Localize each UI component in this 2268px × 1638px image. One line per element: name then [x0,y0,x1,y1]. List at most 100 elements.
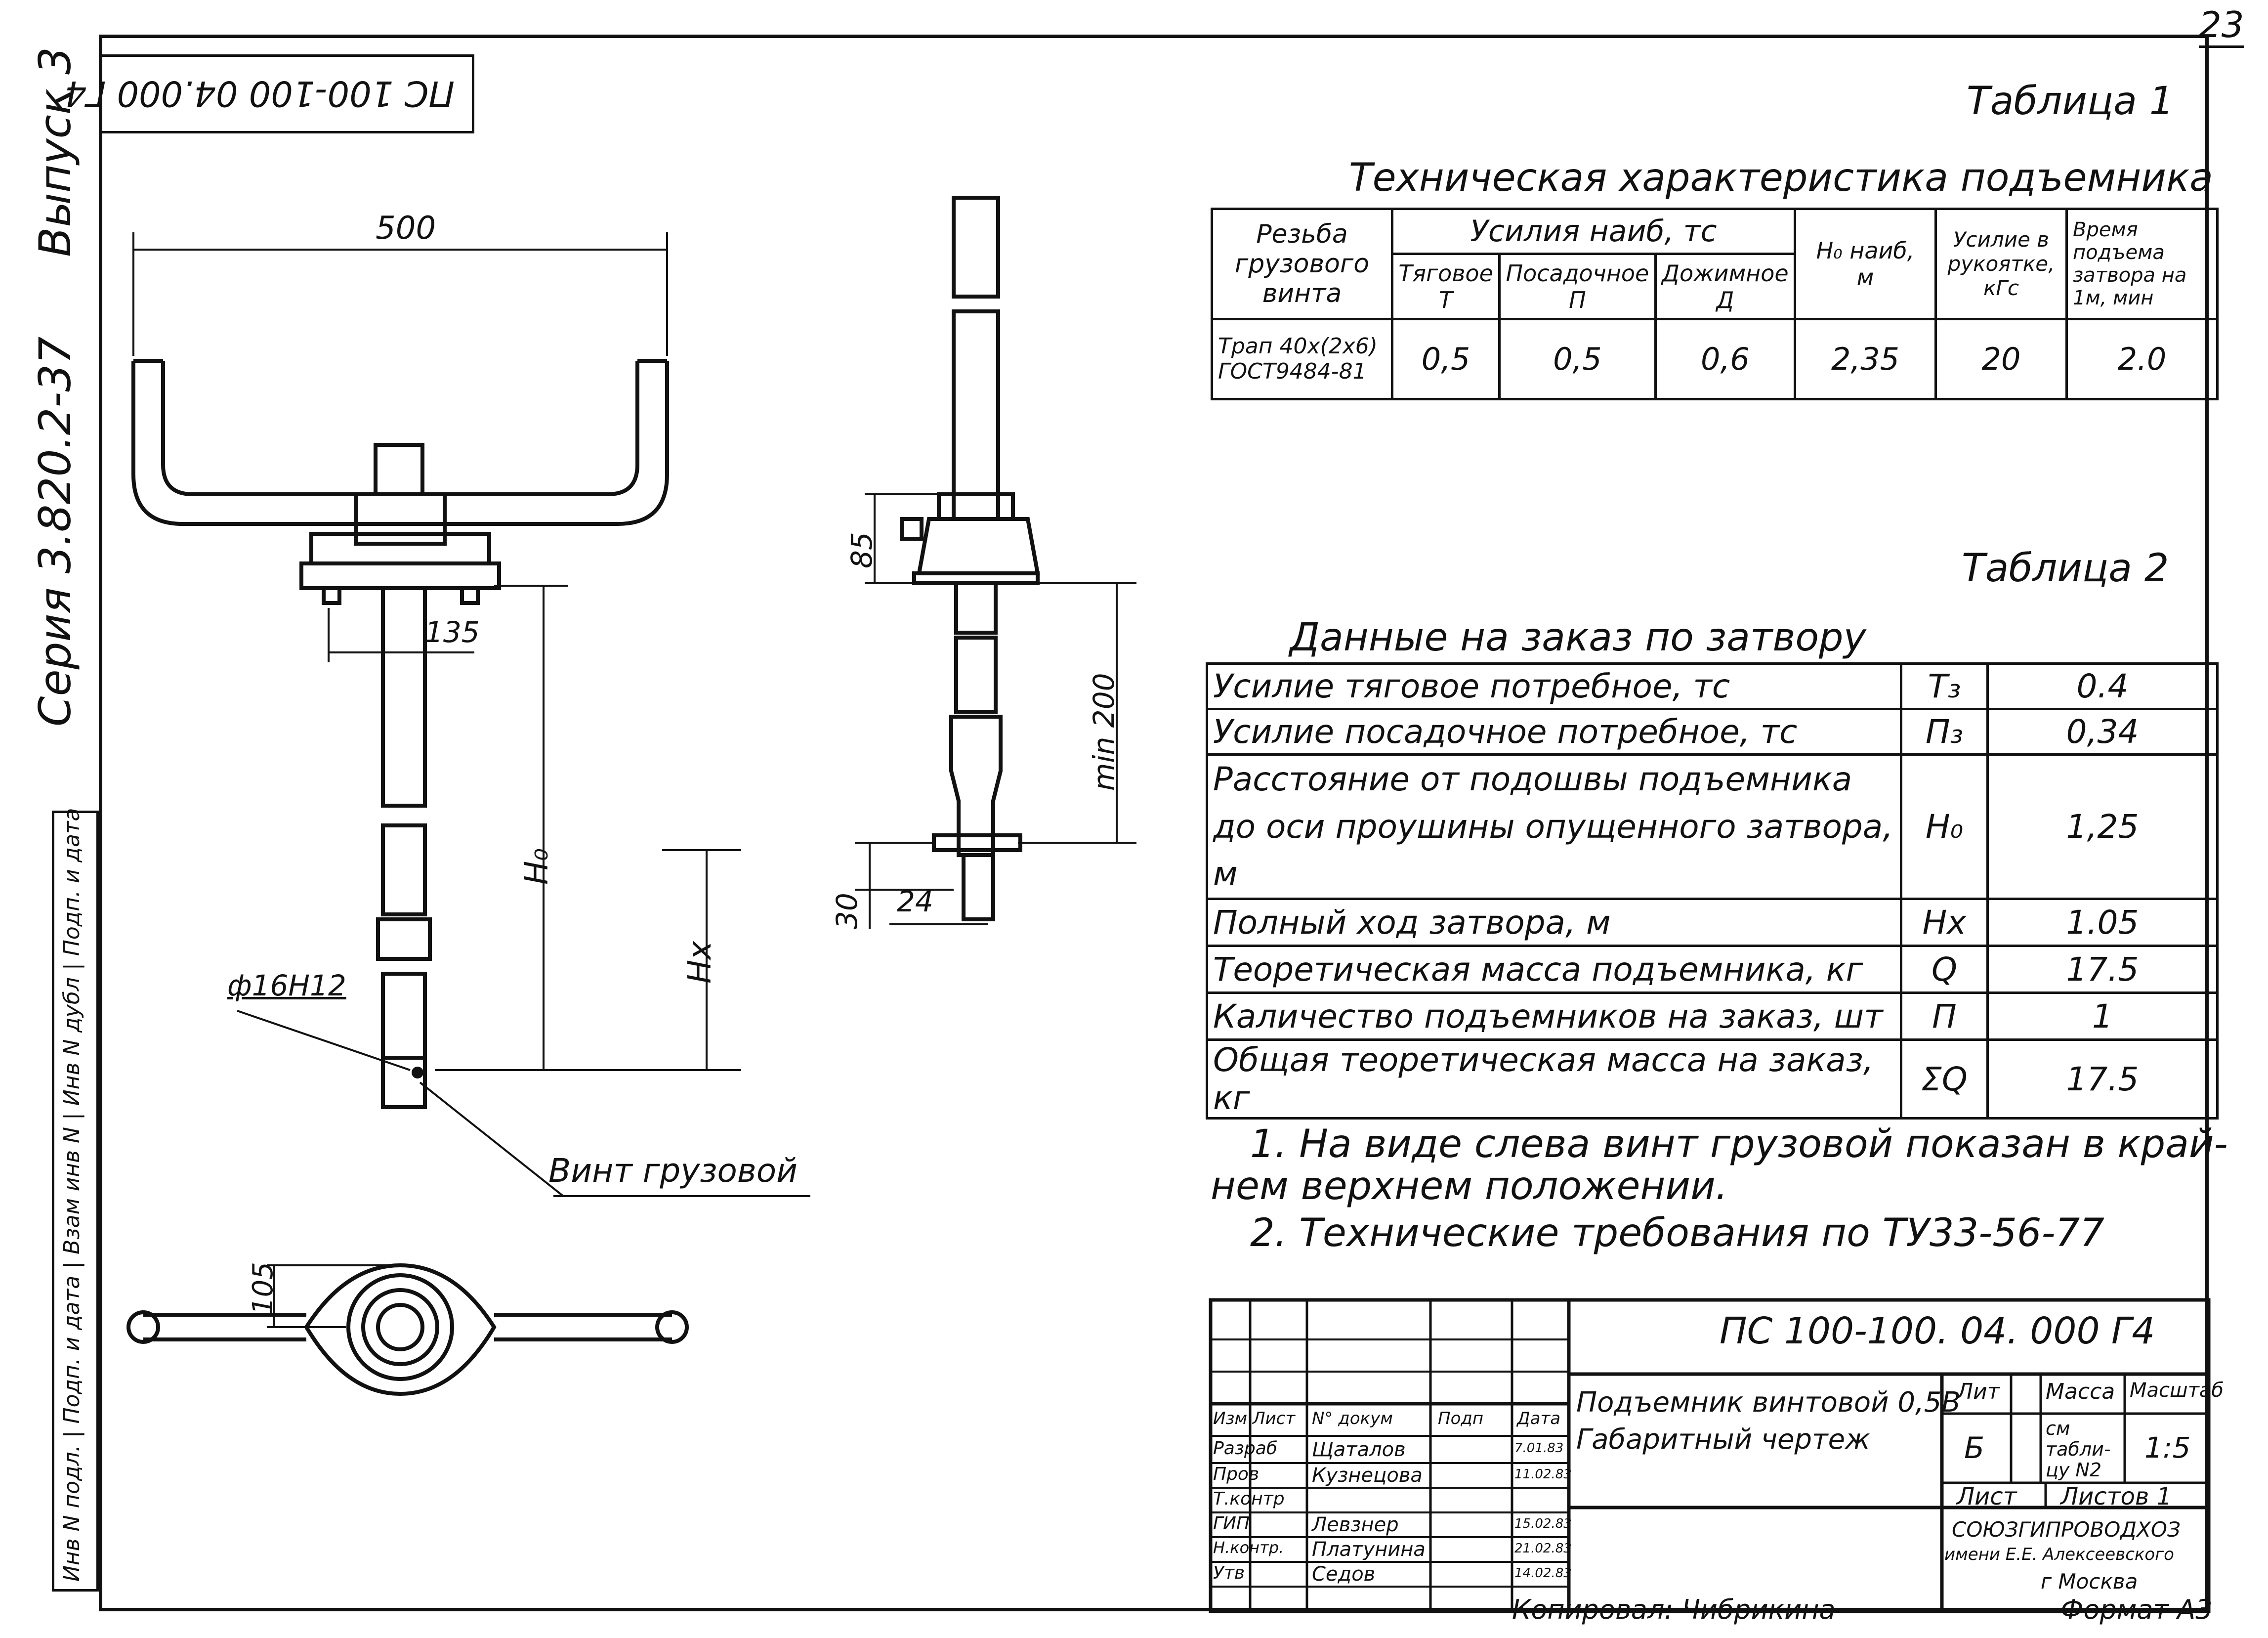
t2-row-2: Расстояние от подошвы подъемника до оси … [1206,753,2219,901]
stamp-hdr-date: Дата [1517,1409,1561,1428]
t2-row-5: Каличество подъемников на заказ, шт П 1 [1206,991,2219,1041]
t1-h-seat-sym: П [1569,286,1586,313]
table1-caption: Таблица 1 [1967,79,2174,124]
dim-hx: Нх [682,941,718,984]
t2-row-4: Теоретическая масса подъемника, кг Q 17.… [1206,945,2219,994]
stamp-person: Кузнецова [1312,1464,1423,1487]
t2-val: 17.5 [1986,1038,2219,1120]
stamp-hdr-list: Лист [1253,1409,1296,1428]
stamp-date: 7.01.83 [1514,1441,1564,1456]
t2-sym: Q [1900,945,1989,994]
t2-val: 1.05 [1986,898,2219,948]
table2-title: Данные на заказ по затвору [1290,615,1866,660]
stamp-sheets: Листов 1 [2060,1483,2172,1510]
t1-h-h0: Н₀ наиб, м [1794,208,1937,320]
stamp-org-1: СОЮЗГИПРОВОДХОЗ [1952,1517,2181,1542]
t2-row-6: Общая теоретическая масса на заказ, кг Σ… [1206,1038,2219,1120]
stamp-date: 21.02.83 [1514,1541,1572,1556]
format-label: Формат А3 [2060,1594,2213,1625]
stamp-scale: 1:5 [2144,1431,2191,1465]
t2-sym: Нх [1900,898,1989,948]
stamp-date: 11.02.83 [1514,1467,1572,1482]
stamp-person: Щаталов [1312,1438,1406,1461]
stamp-person: Платунина [1312,1538,1426,1561]
t2-row-1: Усилие посадочное потребное, тс П₃ 0,34 [1206,708,2219,756]
stamp-role: Н.контр. [1213,1538,1284,1557]
t1-h-thread: Резьба грузового винта [1211,208,1393,320]
t1-h-pull-text: Тяговое [1398,259,1493,287]
t1-h-handle: Усилие в рукоятке, кГс [1934,208,2068,320]
stamp-mass: см табли-цу N2 [2046,1418,2111,1481]
table1-title: Техническая характеристика подъемника [1349,156,2213,200]
t1-h-time: Время подъема затвора на 1м, мин [2065,208,2219,320]
t2-label: Каличество подъемников на заказ, шт [1206,991,1902,1041]
stamp-code: ПС 100-100. 04. 000 Г4 [1720,1310,2155,1352]
t1-h-handle-text: Усилие в рукоятке, [1947,227,2055,276]
t2-sym: Т₃ [1900,662,1989,710]
dim-105: 105 [247,1262,279,1315]
stamp-person: Левзнер [1312,1513,1399,1536]
stamp-hdr-sign: Подп [1438,1409,1484,1428]
dim-135: 135 [425,615,480,649]
stamp-scale-header: Масштаб [2130,1379,2224,1402]
t2-val: 0.4 [1986,662,2219,710]
dim-500: 500 [376,210,436,247]
t2-row-0: Усилие тяговое потребное, тс Т₃ 0.4 [1206,662,2219,710]
note-2: 2. Технические требования по ТУ33-56-77 [1250,1211,2104,1255]
screw-label: Винт грузовой [548,1152,798,1190]
t2-val: 1 [1986,991,2219,1041]
stamp-date: 15.02.83 [1514,1516,1572,1531]
t1-h-h0-unit: м [1856,263,1874,291]
stamp-person: Седов [1312,1563,1376,1586]
dim-min200: min 200 [1087,673,1121,791]
stamp-title-1: Подъемник винтовой 0,5В [1576,1386,1961,1419]
note-1a: 1. На виде слева винт грузовой показан в… [1250,1122,2228,1166]
t1-h-seat-text: Посадочное [1506,259,1649,287]
t1-r-handle: 20 [1934,317,2068,401]
stamp-date: 14.02.83 [1514,1566,1572,1581]
t2-val: 1,25 [1986,753,2219,901]
t2-sym: Н₀ [1900,753,1989,901]
t1-h-press-sym: Д [1716,286,1734,313]
stamp-role: Пров [1213,1464,1260,1484]
stamp-role: ГИП [1213,1513,1250,1534]
t1-r-pull: 0,5 [1390,317,1501,401]
stamp-hdr-izm: Изм [1213,1409,1248,1428]
dim-85: 85 [845,532,879,568]
stamp-org-3: г Москва [2041,1569,2138,1594]
stamp-lit-header: Лит [1957,1379,2000,1404]
t2-label: Общая теоретическая масса на заказ, кг [1206,1038,1902,1120]
stamp-org-2: имени Е.Е. Алексеевского [1944,1545,2174,1564]
table1: Резьба грузового винта Усилия наиб, тс Н… [1211,207,2219,401]
side-stamp [52,811,99,1592]
t2-label: Теоретическая масса подъемника, кг [1206,945,1902,994]
t2-val: 17.5 [1986,945,2219,994]
stamp-title-2: Габаритный чертеж [1576,1423,1870,1456]
t2-label: Усилие посадочное потребное, тс [1206,708,1902,756]
t1-r-thread: Трап 40х(2х6) ГОСТ9484-81 [1211,317,1393,401]
stamp-sheet: Лист [1957,1483,2017,1510]
t2-sym: П₃ [1900,708,1989,756]
stamp-mass-header: Масса [2046,1379,2115,1404]
t2-row-3: Полный ход затвора, м Нх 1.05 [1206,898,2219,948]
t1-r-time: 2.0 [2065,317,2219,401]
t1-h-pull-sym: Т [1439,286,1453,313]
t2-sym: П [1900,991,1989,1041]
t1-h-h0-text: Н₀ наиб, [1816,237,1915,264]
t1-h-forces: Усилия наиб, тс [1391,207,1796,256]
table2: Усилие тяговое потребное, тс Т₃ 0.4 Усил… [1206,662,2219,1120]
sheet-number: 23 [2199,4,2244,48]
stamp-hdr-doc: N° докум [1312,1409,1393,1428]
t2-sym: ΣQ [1900,1038,1989,1120]
t1-r-h0: 2,35 [1794,317,1937,401]
t2-label: Расстояние от подошвы подъемника до оси … [1206,753,1902,901]
t2-val: 0,34 [1986,708,2219,756]
t1-h-press-text: Дожимное [1662,259,1789,287]
dim-h0: Н₀ [519,848,555,885]
table2-caption: Таблица 2 [1962,546,2169,591]
t1-r-press: 0,6 [1654,317,1797,401]
t1-h-handle-unit: кГс [1983,276,2019,301]
